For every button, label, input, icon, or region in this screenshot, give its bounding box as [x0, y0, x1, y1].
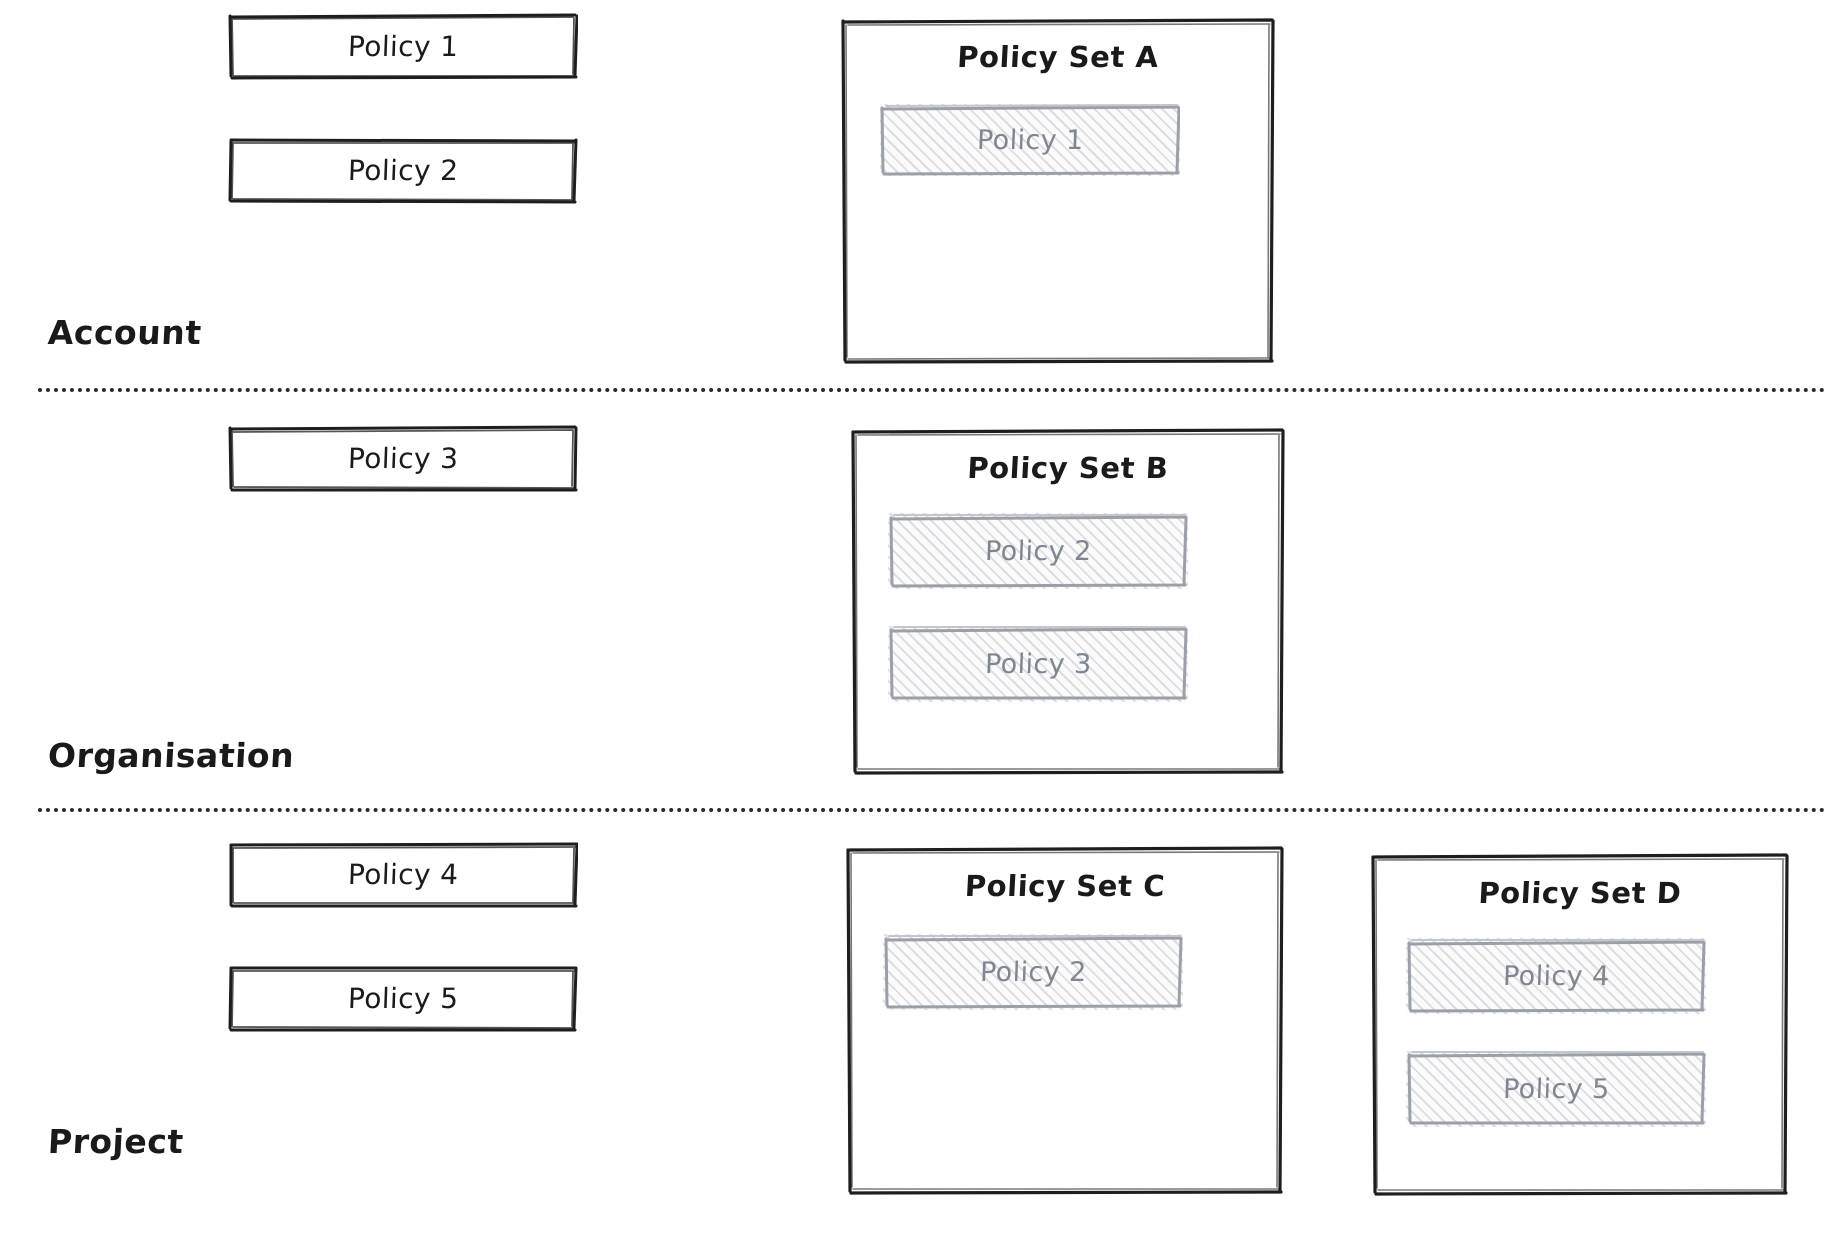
- policy-chip-policy-3[interactable]: Policy 3: [888, 626, 1188, 702]
- policy-set-a[interactable]: Policy Set A Policy 1: [840, 16, 1276, 364]
- policy-chip-policy-2[interactable]: Policy 2: [888, 513, 1188, 589]
- policy-chip-policy-1[interactable]: Policy 1: [880, 104, 1180, 176]
- tier-divider-organisation-project: [38, 808, 1826, 812]
- tier-label-account: Account: [46, 313, 203, 352]
- policy-box-policy-3[interactable]: Policy 3: [228, 424, 578, 492]
- policy-box-label: Policy 3: [347, 441, 459, 475]
- policy-set-title: Policy Set A: [956, 40, 1160, 74]
- policy-chip-label: Policy 1: [976, 124, 1084, 156]
- policy-chip-policy-5[interactable]: Policy 5: [1406, 1051, 1706, 1127]
- tier-label-project: Project: [46, 1122, 185, 1161]
- policy-box-policy-5[interactable]: Policy 5: [228, 964, 578, 1032]
- policy-box-policy-1[interactable]: Policy 1: [228, 12, 578, 80]
- policy-chip-label: Policy 2: [984, 535, 1092, 567]
- policy-chip-label: Policy 4: [1502, 960, 1610, 992]
- policy-set-title: Policy Set D: [1477, 876, 1683, 910]
- policy-chip-label: Policy 3: [984, 648, 1092, 680]
- tier-label-organisation: Organisation: [46, 736, 296, 775]
- policy-box-label: Policy 5: [347, 981, 459, 1015]
- policy-set-title: Policy Set C: [963, 869, 1167, 903]
- policy-box-label: Policy 1: [347, 29, 459, 63]
- policy-set-title: Policy Set B: [966, 451, 1170, 485]
- policy-chip-label: Policy 5: [1502, 1073, 1610, 1105]
- policy-chip-label: Policy 2: [979, 956, 1087, 988]
- policy-box-policy-4[interactable]: Policy 4: [228, 840, 578, 908]
- policy-box-label: Policy 4: [347, 857, 459, 891]
- policy-set-c[interactable]: Policy Set C Policy 2: [845, 845, 1285, 1195]
- policy-box-label: Policy 2: [347, 153, 459, 187]
- tier-divider-account-organisation: [38, 388, 1826, 392]
- policy-box-policy-2[interactable]: Policy 2: [228, 136, 578, 204]
- policy-chip-policy-4[interactable]: Policy 4: [1406, 938, 1706, 1014]
- policy-set-d[interactable]: Policy Set D Policy 4 Policy 5: [1370, 852, 1790, 1196]
- policy-set-b[interactable]: Policy Set B Policy 2 Policy 3: [850, 427, 1286, 775]
- policy-chip-policy-2[interactable]: Policy 2: [883, 934, 1183, 1010]
